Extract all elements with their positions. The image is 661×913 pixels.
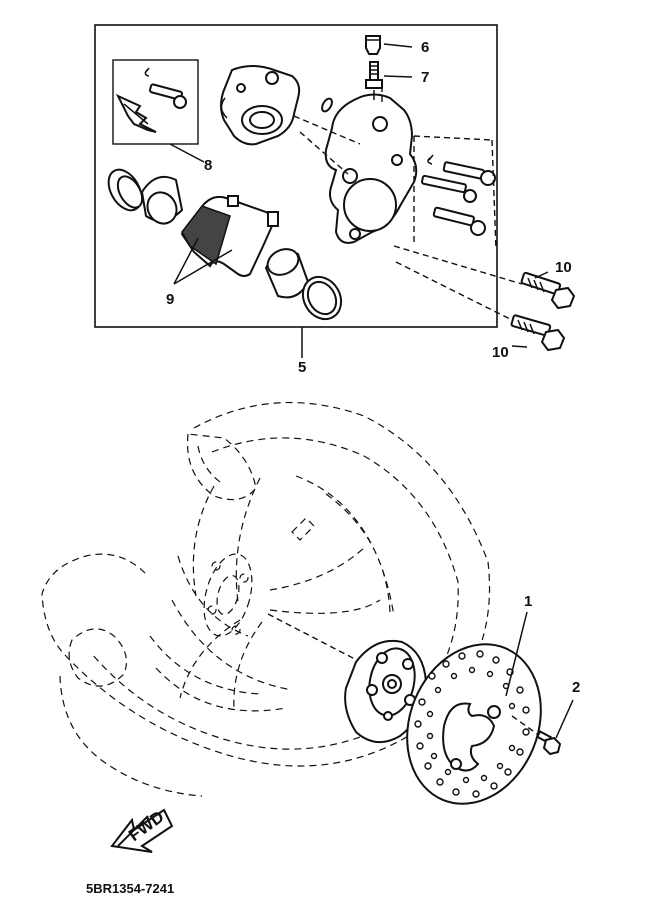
callout-caliper-bolt-lower: 10 [492,344,509,361]
caliper-assembly-group [94,24,498,328]
caliper-bracket-icon [220,65,301,146]
callout-disc-bolt: 2 [572,679,580,696]
hub-adapter-icon [344,640,428,743]
bleed-cap-icon [365,35,381,55]
diagram-code: 5BR1354-7241 [86,881,174,896]
disc-bolt-icon [535,730,562,756]
piston-left-icon [107,168,184,225]
piston-right-icon [264,248,343,321]
callout-caliper-bolt-upper: 10 [555,259,572,276]
caliper-assembly-frame [94,24,498,328]
pin-kit-inset [112,59,199,145]
brake-disc-icon [406,643,542,805]
caliper-bolt-lower-icon [510,314,566,352]
caliper-body-icon [324,93,418,244]
disc-holes [414,650,530,798]
callout-pin-kit: 8 [204,157,212,174]
callout-brake-disc: 1 [524,593,532,610]
callout-caliper-assy: 5 [298,359,306,376]
caliper-bolt-upper-icon [520,271,576,310]
brake-pads-icon [180,195,279,277]
forward-direction-arrow [110,808,174,853]
callout-bleed-screw: 7 [421,69,429,86]
callout-brake-pads: 9 [166,291,174,308]
callout-bleed-cap: 6 [421,39,429,56]
wheel-outline [41,401,491,797]
caliper-pin-bolts [421,154,496,236]
